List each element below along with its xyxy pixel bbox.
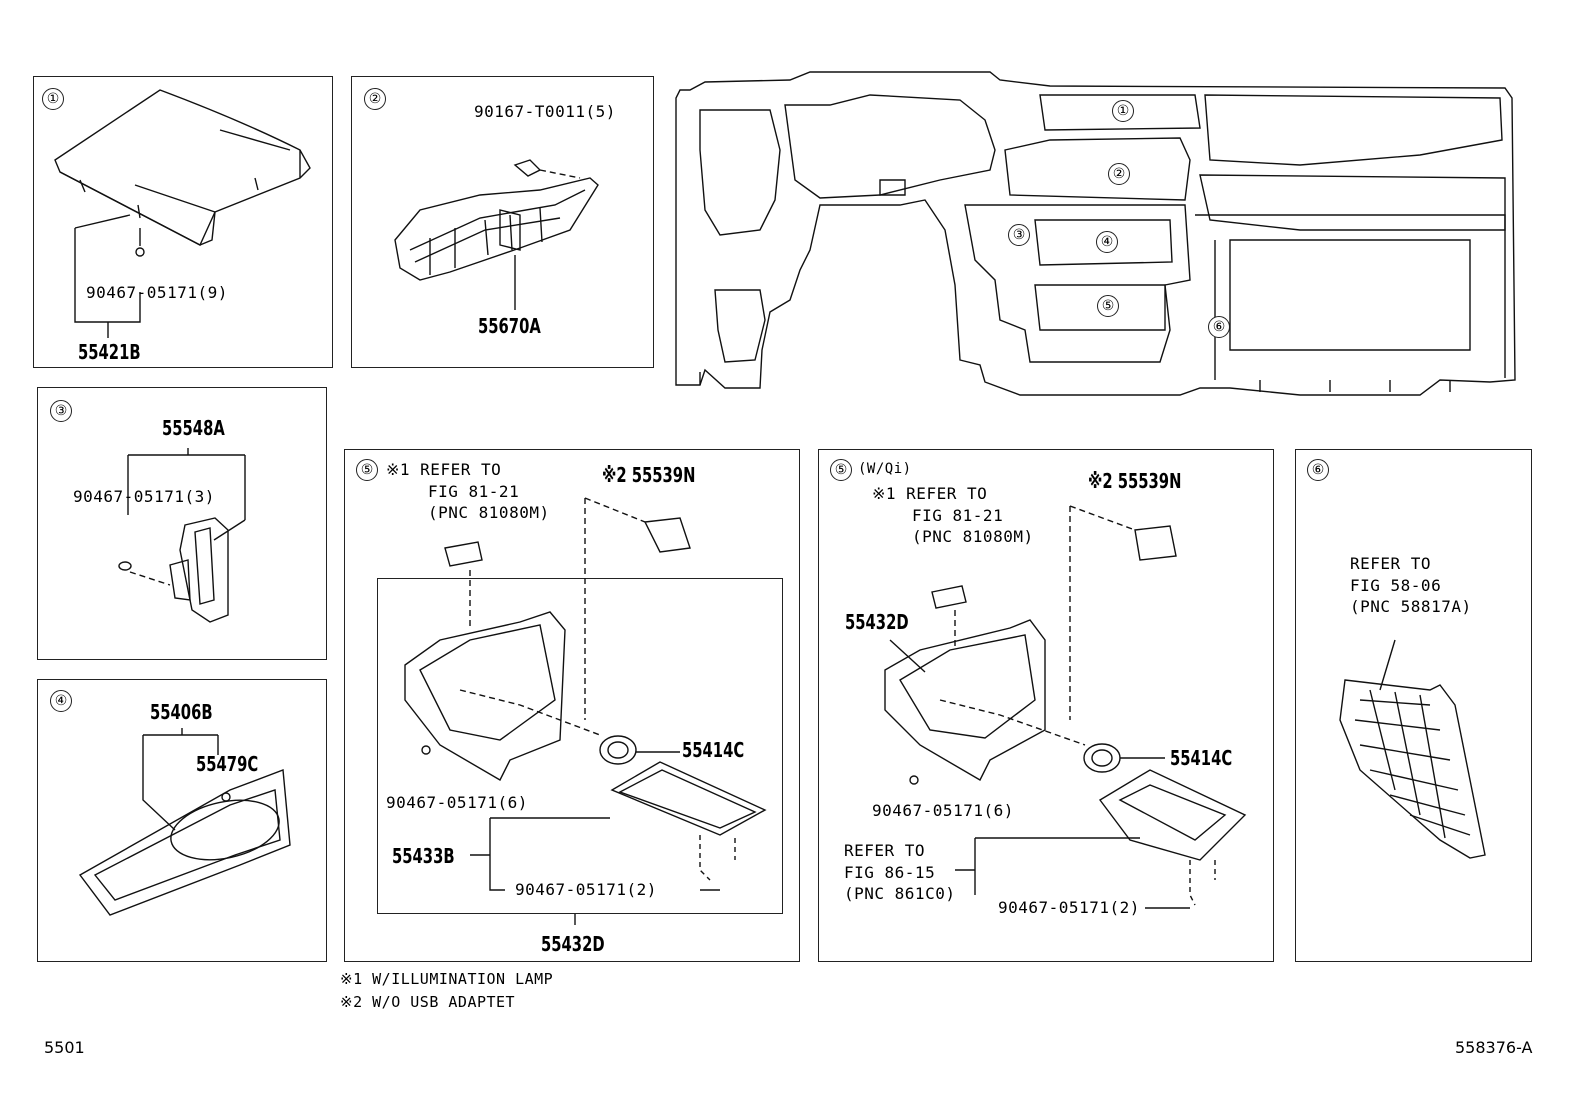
dash-label-3: ③ xyxy=(1008,224,1030,246)
note-1: ※1 W/ILLUMINATION LAMP xyxy=(340,970,554,988)
refer-line-1: REFER TO xyxy=(1350,554,1432,573)
panel-6 xyxy=(1295,449,1532,962)
dash-label-4: ④ xyxy=(1096,231,1118,253)
note2-part-55539N: ※2 55539N xyxy=(1088,469,1182,493)
fastener-label: 90467-05171(3) xyxy=(73,487,215,506)
refer-line-2: FIG 81-21 xyxy=(912,506,1004,525)
panel-2-number: ② xyxy=(364,88,386,110)
refer-line-5: FIG 86-15 xyxy=(844,863,936,882)
refer-line-2: FIG 58-06 xyxy=(1350,576,1442,595)
panel-6-number: ⑥ xyxy=(1307,459,1329,481)
note-2: ※2 W/O USB ADAPTET xyxy=(340,993,516,1011)
panel-3-number: ③ xyxy=(50,400,72,422)
part-number-55406B: 55406B xyxy=(150,700,213,724)
panel-5b-number: ⑤ xyxy=(830,459,852,481)
fastener-label: 90467-05171(9) xyxy=(86,283,228,302)
part-number-55414C: 55414C xyxy=(682,738,745,762)
fastener-label: 90467-05171(6) xyxy=(386,793,528,812)
fastener-label: 90467-05171(6) xyxy=(872,801,1014,820)
panel-5a-number: ⑤ xyxy=(356,459,378,481)
refer-line-1: ※1 REFER TO xyxy=(872,484,988,503)
refer-line-2: FIG 81-21 xyxy=(428,482,520,501)
panel-1-number: ① xyxy=(42,88,64,110)
panel-4-number: ④ xyxy=(50,690,72,712)
fastener-label: 90467-05171(2) xyxy=(998,898,1140,917)
refer-line-3: (PNC 81080M) xyxy=(428,503,550,522)
part-number-55433B: 55433B xyxy=(392,844,455,868)
refer-line-3: (PNC 81080M) xyxy=(912,527,1034,546)
footer-left-code: 5501 xyxy=(44,1038,85,1057)
dash-label-5: ⑤ xyxy=(1097,295,1119,317)
panel-1 xyxy=(33,76,333,368)
refer-line-1: ※1 REFER TO xyxy=(386,460,502,479)
refer-line-4: REFER TO xyxy=(844,841,926,860)
refer-line-6: (PNC 861C0) xyxy=(844,884,956,903)
footer-right-code: 558376-A xyxy=(1455,1038,1533,1057)
dash-label-2: ② xyxy=(1108,163,1130,185)
part-number-55421B: 55421B xyxy=(78,340,141,364)
fastener-label: 90467-05171(2) xyxy=(515,880,657,899)
panel-5a-subframe xyxy=(377,578,783,914)
part-number-55670A: 55670A xyxy=(478,314,541,338)
part-number-55414C: 55414C xyxy=(1170,746,1233,770)
dashboard-frame-art xyxy=(675,71,1516,396)
dash-label-1: ① xyxy=(1112,100,1134,122)
note2-part-55539N: ※2 55539N xyxy=(602,463,696,487)
variant-tag: (W/Qi) xyxy=(858,461,912,477)
part-number-55432D: 55432D xyxy=(845,610,909,634)
dash-label-6: ⑥ xyxy=(1208,316,1230,338)
refer-line-3: (PNC 58817A) xyxy=(1350,597,1472,616)
part-number-55432D: 55432D xyxy=(541,932,605,956)
fastener-label: 90167-T0011(5) xyxy=(474,102,616,121)
part-number-55479C: 55479C xyxy=(196,752,259,776)
part-number-55548A: 55548A xyxy=(162,416,225,440)
